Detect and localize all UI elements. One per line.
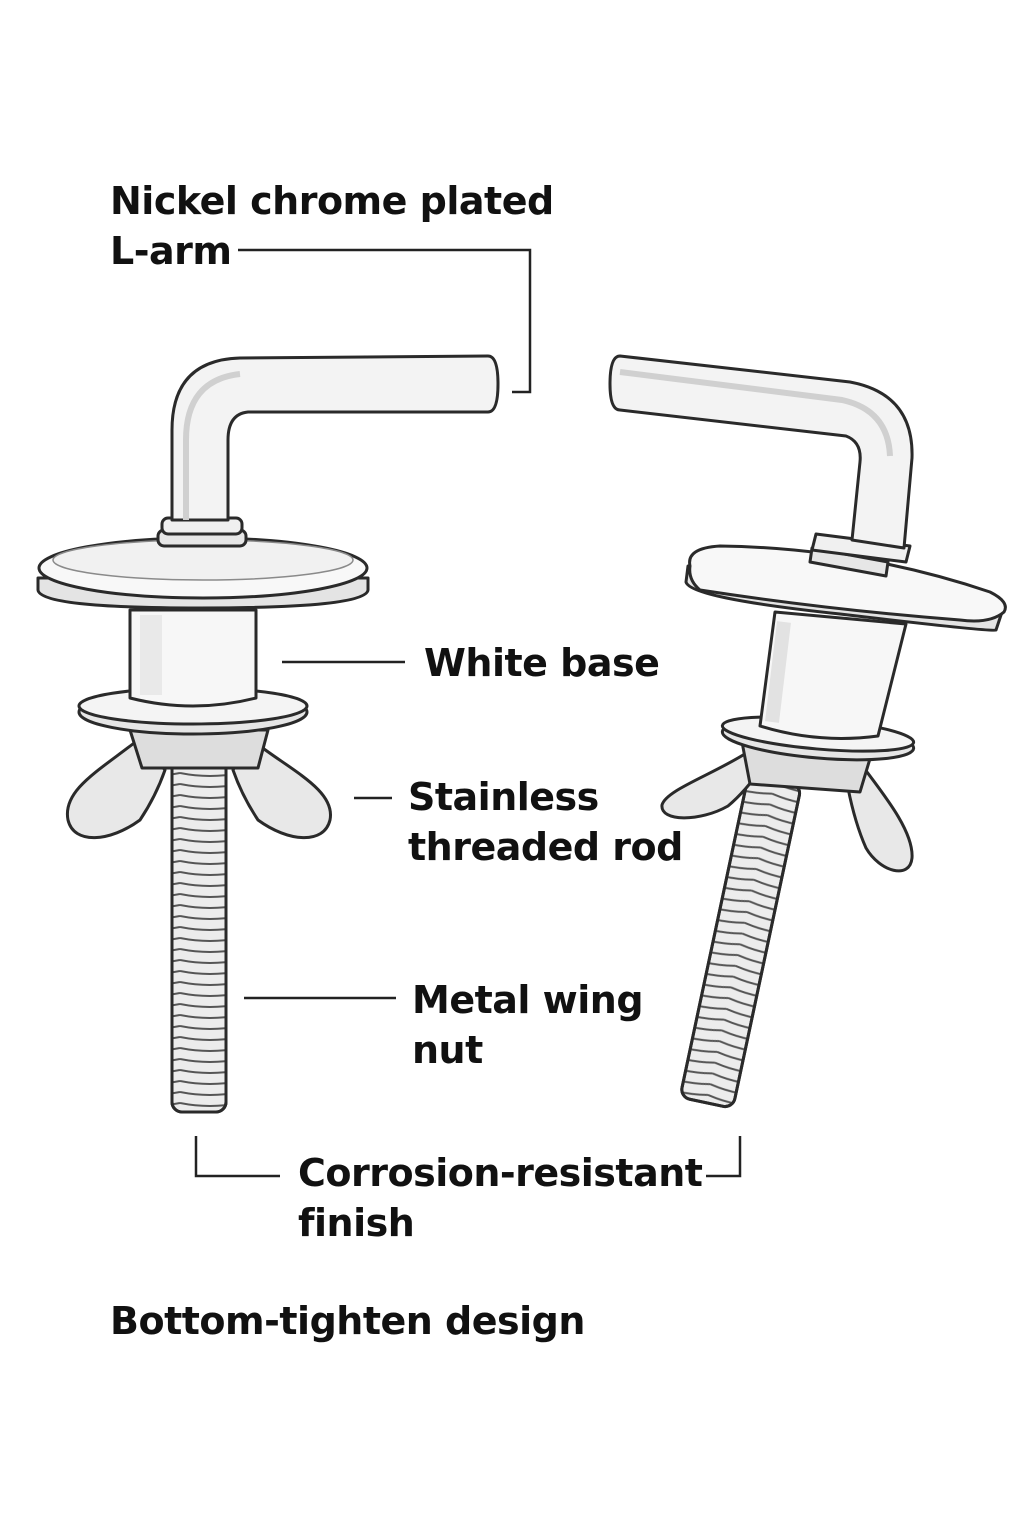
label-wing-nut-line1: Metal wing [412,978,644,1022]
label-finish: Corrosion-resistant finish [298,1148,703,1248]
right-threaded-rod [680,774,802,1109]
left-cap-plate [36,536,370,610]
label-design-line1: Bottom-tighten design [110,1299,585,1343]
left-hinge [36,354,500,1114]
right-hinge [608,354,1007,1109]
label-l-arm-line1: Nickel chrome plated [110,179,554,223]
leader-finish-left [194,1136,280,1178]
leader-finish-right [706,1136,742,1178]
left-collar [156,516,248,548]
left-l-arm [170,354,500,522]
right-collar [808,532,912,578]
label-threaded-rod-line1: Stainless [408,775,599,819]
label-threaded-rod: Stainless threaded rod [408,772,683,872]
label-threaded-rod-line2: threaded rod [408,825,683,869]
label-wing-nut-line2: nut [412,1028,483,1072]
leader-lines [194,248,742,1178]
leader-l-arm [238,248,532,394]
label-wing-nut: Metal wing nut [412,975,644,1075]
label-finish-line2: finish [298,1201,415,1245]
label-l-arm: Nickel chrome plated L-arm [110,176,554,276]
right-white-base [758,610,908,740]
label-design: Bottom-tighten design [110,1296,585,1346]
label-white-base: White base [424,638,660,688]
label-l-arm-line2: L-arm [110,229,232,273]
right-wing-nut [660,740,914,873]
label-white-base-line1: White base [424,641,660,685]
left-threaded-rod [170,758,228,1114]
right-l-arm [608,354,914,550]
right-cap-plate [684,544,1007,632]
left-white-base [128,608,258,708]
label-finish-line1: Corrosion-resistant [298,1151,703,1195]
